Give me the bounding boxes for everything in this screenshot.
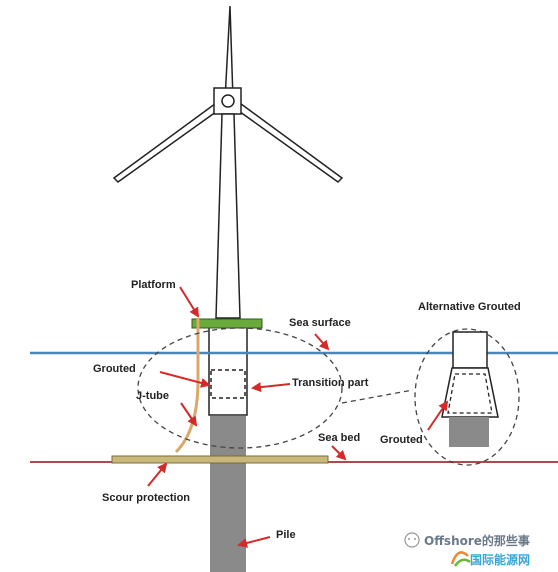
- arrow-j-tube: [180, 402, 198, 427]
- label-grouted-right: Grouted: [380, 434, 423, 446]
- arrow-sea-bed: [331, 445, 347, 461]
- j-tube: [174, 318, 200, 454]
- label-sea-surface: Sea surface: [289, 317, 351, 329]
- arrow-transition-part: [251, 382, 291, 393]
- watermark-text-2: 国际能源网: [470, 552, 530, 567]
- detail-connector: [341, 389, 414, 404]
- turbine-hub: [221, 94, 235, 108]
- label-pile: Pile: [276, 529, 296, 541]
- alternative-grout-zone: [447, 373, 493, 414]
- monopile: [210, 416, 246, 572]
- label-sea-bed: Sea bed: [318, 432, 360, 444]
- label-alternative-grouted: Alternative Grouted: [418, 301, 521, 313]
- watermark: Offshore的那些事 国际能源网: [404, 532, 530, 567]
- alternative-top-section: [452, 331, 488, 369]
- turbine-blade-top: [224, 5, 234, 101]
- turbine-blade-left: [112, 96, 229, 183]
- turbine-tower: [215, 113, 241, 319]
- arrow-pile: [237, 536, 271, 548]
- arrow-grouted-left: [159, 371, 211, 388]
- arrow-sea-surface: [314, 333, 330, 351]
- alternative-conical-section: [441, 367, 499, 418]
- platform: [191, 318, 263, 329]
- wechat-icon: [404, 532, 420, 548]
- watermark-logo-icon: [450, 551, 469, 565]
- watermark-text-1: Offshore的那些事: [424, 533, 530, 548]
- grout-zone: [210, 369, 246, 399]
- label-scour-protection: Scour protection: [102, 492, 190, 504]
- arrow-platform: [179, 286, 200, 318]
- label-j-tube: J-tube: [136, 390, 169, 402]
- label-grouted-left: Grouted: [93, 363, 136, 375]
- alternative-pile: [449, 417, 489, 447]
- arrow-scour-protection: [147, 462, 168, 487]
- turbine-rotor: [112, 5, 344, 183]
- label-transition-part: Transition part: [292, 377, 369, 389]
- detail-ellipse: [137, 327, 343, 449]
- arrow-grouted-right: [427, 400, 449, 431]
- scour-protection: [111, 455, 329, 464]
- alternative-detail-ellipse: [414, 328, 520, 466]
- label-platform: Platform: [131, 279, 176, 291]
- turbine-blade-right: [227, 96, 344, 183]
